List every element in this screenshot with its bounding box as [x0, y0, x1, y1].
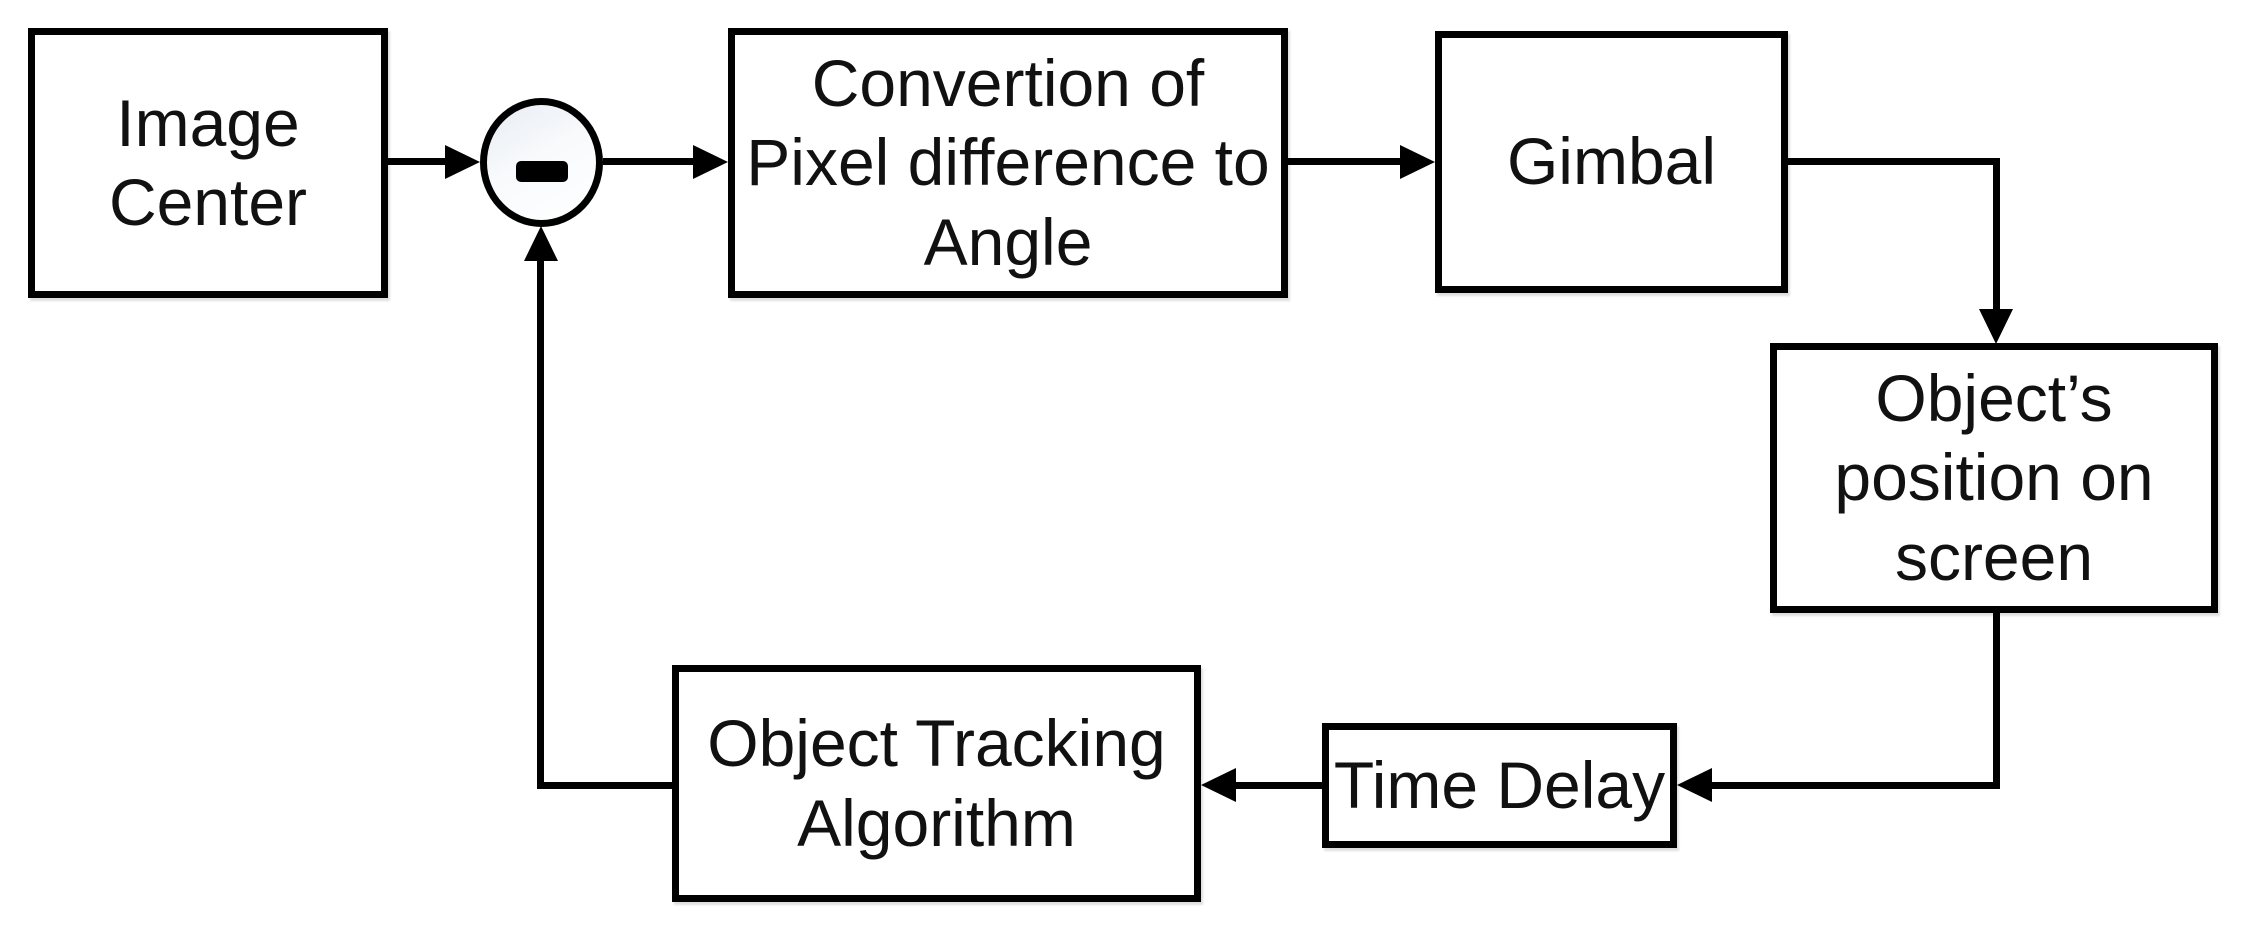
connector-conversion-gimbal: [1288, 158, 1401, 165]
node-conversion: Convertion of Pixel difference to Angle: [728, 28, 1288, 298]
connector-imagecenter-junction: [388, 158, 447, 165]
minus-icon: [515, 161, 568, 182]
node-image-center: Image Center: [28, 28, 388, 298]
arrow-left-icon: [1677, 768, 1712, 802]
node-image-center-label: Image Center: [108, 85, 308, 239]
connector-objectposition-timedelay-v: [1993, 613, 2000, 789]
connector-objectposition-timedelay-h: [1711, 782, 2000, 789]
arrow-up-icon: [524, 226, 558, 261]
connector-gimbal-objectposition-h: [1788, 158, 2000, 165]
node-gimbal: Gimbal: [1435, 31, 1788, 293]
arrow-right-icon: [445, 145, 480, 179]
node-object-position: Object’s position on screen: [1770, 343, 2218, 613]
arrow-right-icon: [1400, 145, 1435, 179]
sum-junction: [480, 98, 603, 227]
arrow-down-icon: [1979, 309, 2013, 344]
connector-gimbal-objectposition-v: [1993, 158, 2000, 310]
node-time-delay-label: Time Delay: [1333, 747, 1666, 822]
connector-tracking-junction-v: [537, 259, 544, 789]
connector-tracking-junction-h: [537, 782, 672, 789]
node-tracking: Object Tracking Algorithm: [672, 665, 1201, 902]
node-tracking-label: Object Tracking Algorithm: [707, 706, 1166, 860]
arrow-right-icon: [693, 145, 728, 179]
arrow-left-icon: [1201, 768, 1236, 802]
connector-timedelay-tracking: [1235, 782, 1322, 789]
node-object-position-label: Object’s position on screen: [1834, 361, 2154, 594]
node-conversion-label: Convertion of Pixel difference to Angle: [746, 46, 1270, 279]
connector-junction-conversion: [603, 158, 694, 165]
node-gimbal-label: Gimbal: [1506, 124, 1717, 199]
node-time-delay: Time Delay: [1322, 723, 1677, 848]
